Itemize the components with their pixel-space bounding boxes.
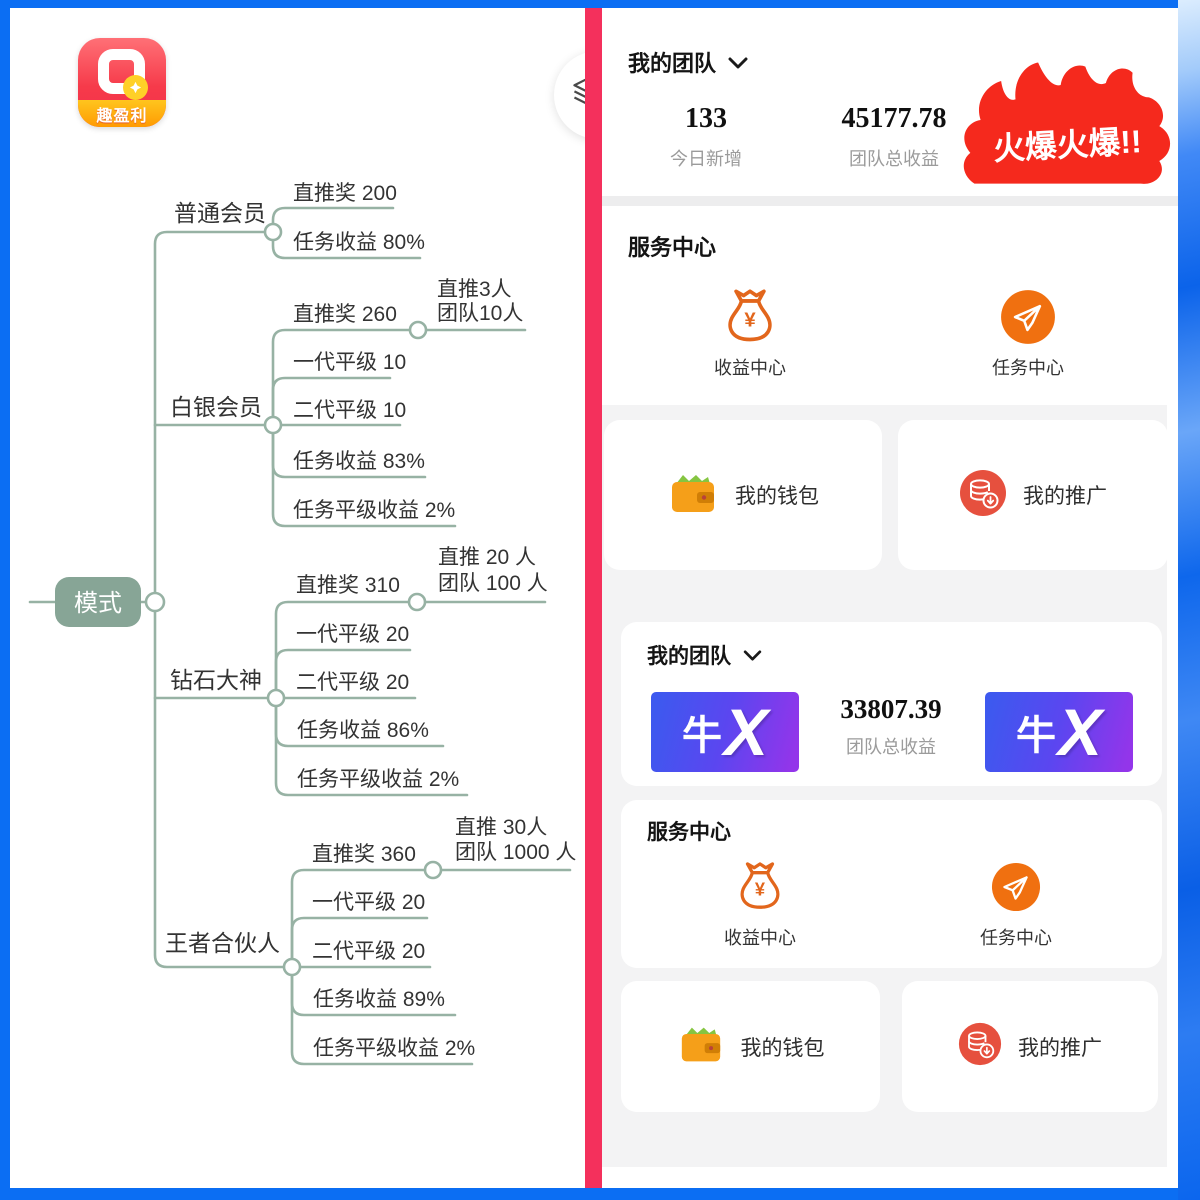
my-wallet-label-2: 我的钱包 [740, 1036, 825, 1060]
service-center-title-2: 服务中心 [647, 821, 731, 844]
brand-badge-x: X [723, 695, 769, 769]
team-header-label: 我的团队 [628, 51, 717, 76]
menu-income-center[interactable]: ¥ 收益中心 [675, 286, 825, 380]
service-center-title: 服务中心 [628, 235, 717, 260]
blue-backdrop-band [1178, 0, 1200, 1200]
money-bag-icon: ¥ [675, 286, 825, 348]
brand-badge: 牛 X [651, 692, 799, 772]
my-promotion-label-2: 我的推广 [1018, 1036, 1102, 1060]
team-card-total: 33807.39 团队总收益 [811, 694, 971, 759]
app-panel: 我的团队 133 今日新增 45177.78 团队总收益 火爆火爆!! 服务中心… [602, 8, 1178, 1188]
wallet-icon [667, 470, 719, 521]
my-wallet-card-2[interactable]: 我的钱包 [621, 981, 880, 1112]
service-center-card: 服务中心 ¥ 收益中心 任务中心 [621, 800, 1162, 968]
collage-divider-stripe [585, 8, 602, 1188]
task-center-label: 任务中心 [992, 358, 1064, 378]
logo-coin-icon [123, 75, 148, 100]
brand-badge: 牛 X [985, 692, 1133, 772]
mindmap-panel: 趣盈利 [10, 8, 585, 1188]
my-promotion-label: 我的推广 [1023, 485, 1107, 508]
coins-promotion-icon [958, 1022, 1002, 1071]
paper-plane-icon [953, 286, 1103, 348]
menu-task-center-2[interactable]: 任务中心 [941, 856, 1091, 950]
logo-title: 趣盈利 [78, 100, 166, 127]
team-card-total-value: 33807.39 [840, 694, 942, 724]
app-logo: 趣盈利 [78, 38, 166, 127]
section-divider [602, 196, 1178, 206]
brand-badge-cn: 牛 [681, 714, 722, 758]
chevron-down-icon [743, 643, 762, 667]
layers-icon [570, 73, 585, 118]
brand-badge-cn: 牛 [1015, 714, 1056, 758]
stat-new-today-value: 133 [685, 103, 727, 134]
stat-team-total-label: 团队总收益 [849, 149, 939, 169]
team-card-total-label: 团队总收益 [846, 737, 936, 757]
stat-new-today: 133 今日新增 [640, 103, 772, 171]
hot-badge-text: 火爆火爆!! [992, 123, 1142, 167]
brand-badge-x: X [1057, 695, 1103, 769]
svg-text:¥: ¥ [744, 310, 756, 332]
my-wallet-card[interactable]: 我的钱包 [604, 420, 882, 570]
svg-text:¥: ¥ [755, 879, 766, 900]
stat-new-today-label: 今日新增 [670, 149, 742, 169]
team-dropdown-header[interactable]: 我的团队 [628, 46, 748, 78]
stat-team-total-value: 45177.78 [841, 103, 947, 134]
wallet-icon [677, 1023, 725, 1070]
task-center-label-2: 任务中心 [980, 928, 1052, 948]
team-card-title: 我的团队 [647, 645, 731, 668]
income-center-label-2: 收益中心 [724, 928, 796, 948]
my-promotion-card-2[interactable]: 我的推广 [902, 981, 1158, 1112]
logo-q-icon [98, 49, 145, 94]
coins-promotion-icon [959, 469, 1007, 522]
chevron-down-icon [728, 49, 748, 75]
team-card-dropdown[interactable]: 我的团队 [647, 640, 762, 670]
income-center-label: 收益中心 [714, 358, 786, 378]
team-summary-card: 我的团队 牛 X 33807.39 团队总收益 牛 X [621, 622, 1162, 786]
paper-plane-icon [941, 856, 1091, 918]
menu-task-center[interactable]: 任务中心 [953, 286, 1103, 380]
menu-income-center-2[interactable]: ¥ 收益中心 [685, 856, 835, 950]
my-promotion-card[interactable]: 我的推广 [898, 420, 1168, 570]
hot-flame-badge: 火爆火爆!! [958, 56, 1178, 186]
stat-team-total: 45177.78 团队总收益 [798, 103, 990, 171]
layers-button[interactable] [554, 51, 585, 139]
my-wallet-label: 我的钱包 [735, 485, 819, 508]
flame-icon [963, 62, 1171, 184]
money-bag-icon: ¥ [685, 856, 835, 918]
